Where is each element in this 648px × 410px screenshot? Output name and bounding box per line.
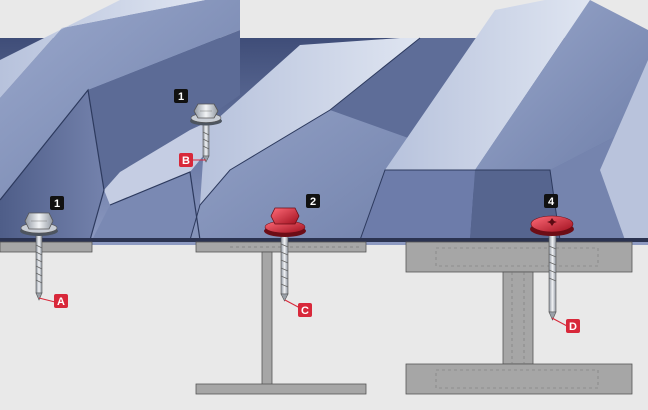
colored-hex-head-screw-icon [264,207,306,302]
svg-text:1: 1 [54,198,60,210]
svg-text:D: D [569,321,577,333]
fastener-number-badge: 4 [544,194,558,208]
fastener-letter-badge: C [298,303,312,317]
steel-i-beam [405,241,633,395]
timber-purlin [0,241,93,253]
fastener-b: 1 B [174,89,222,167]
fastener-a: 1 A [20,196,68,308]
hex-head-screw-icon [190,103,222,163]
fastener-letter-badge: D [566,319,580,333]
svg-text:C: C [301,305,309,317]
fastener-number-badge: 2 [306,194,320,208]
fastener-letter-badge: A [54,294,68,308]
torx-wafer-head-screw-icon [530,215,574,321]
trapezoidal-roof-sheet [0,0,648,245]
svg-text:A: A [57,296,65,308]
fastener-letter-badge: B [179,153,193,167]
svg-text:1: 1 [178,91,184,103]
svg-text:2: 2 [310,196,316,208]
hex-head-screw-icon [20,212,58,301]
fastener-number-badge: 1 [174,89,188,103]
svg-text:B: B [182,155,190,167]
fastener-c: 2 C [264,194,320,317]
svg-text:4: 4 [548,196,555,208]
fastener-d: 4 D [530,194,580,333]
fastener-number-badge: 1 [50,196,64,210]
